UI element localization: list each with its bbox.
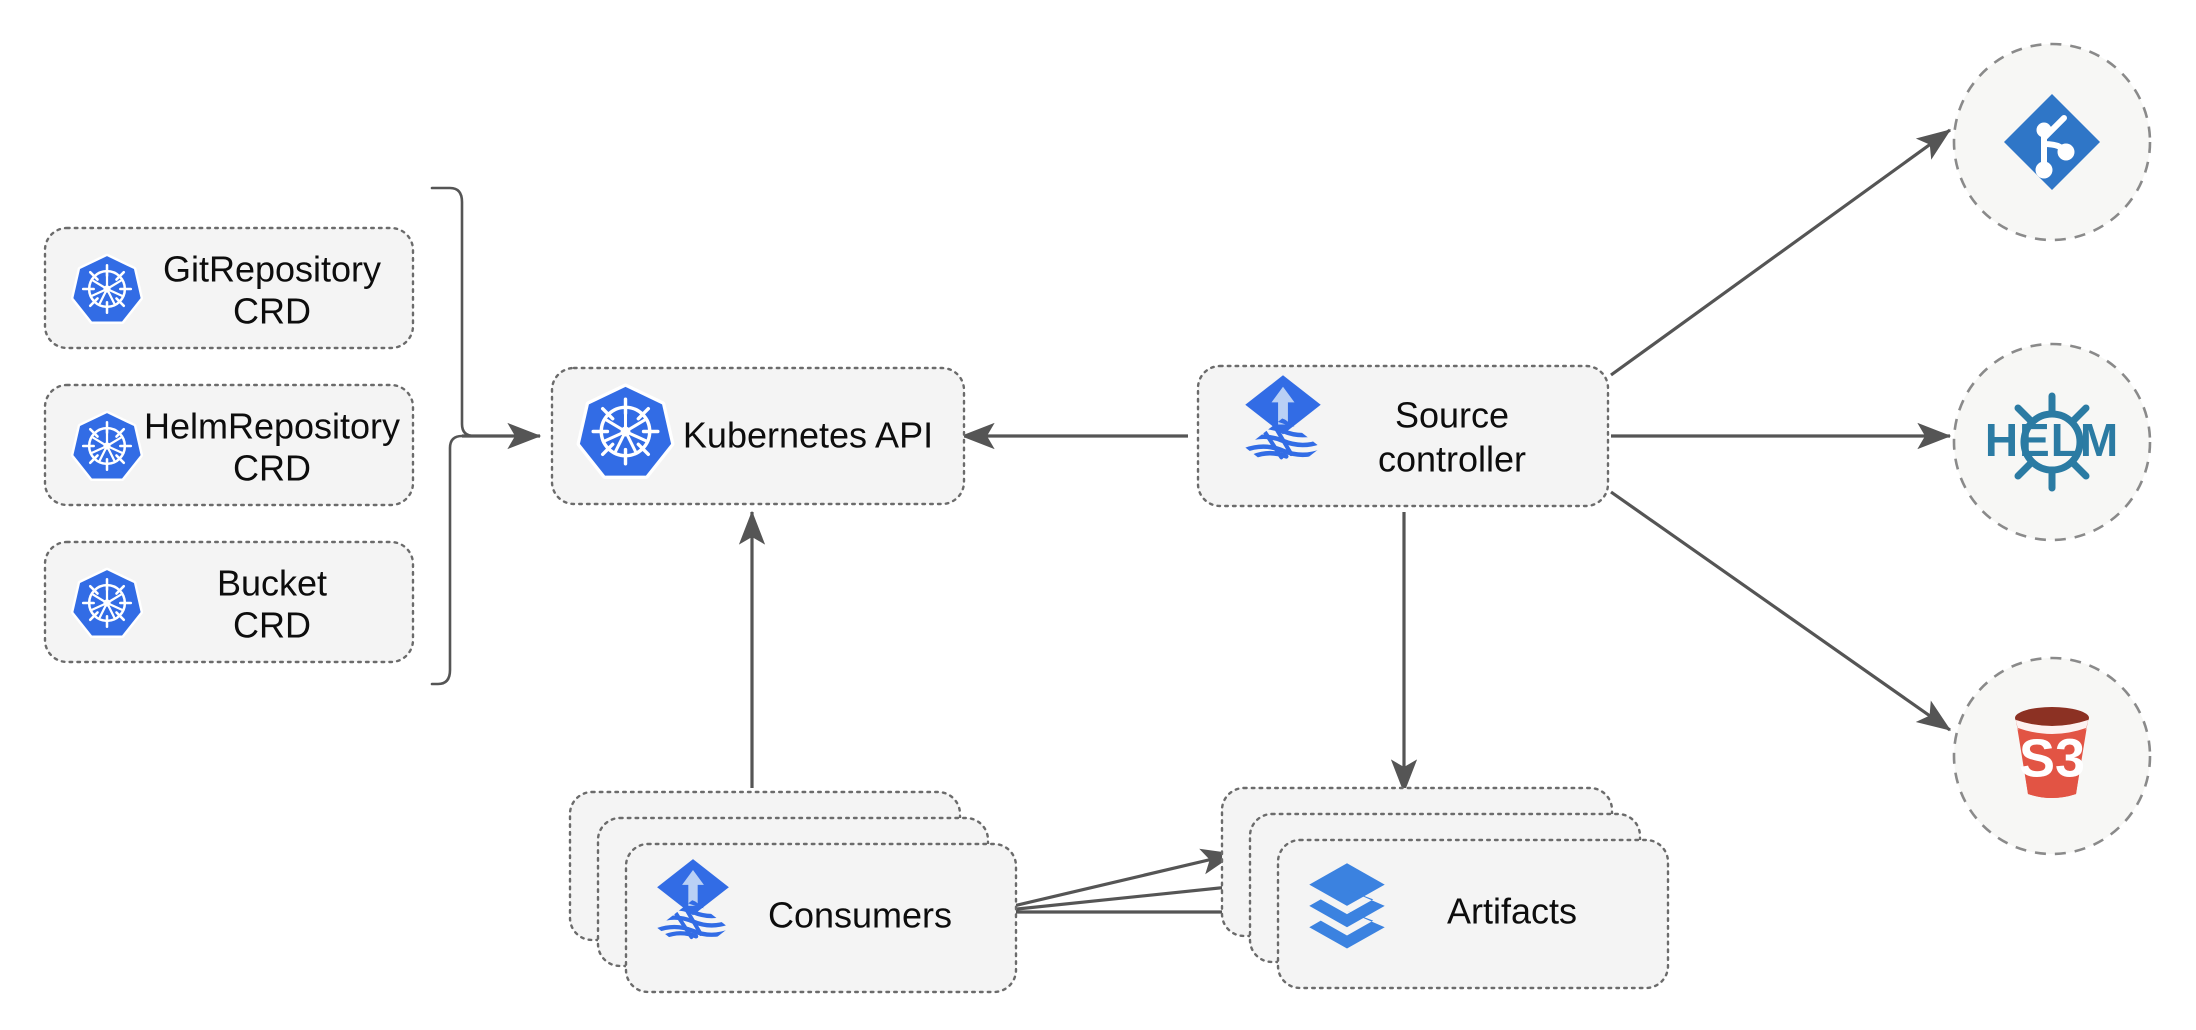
crd-label-line2: CRD xyxy=(233,448,311,489)
node-artifacts[interactable]: Artifacts xyxy=(1220,786,1670,990)
artifacts-label: Artifacts xyxy=(1447,891,1577,932)
crd-label-line2: CRD xyxy=(233,291,311,332)
source-controller-label-line2: controller xyxy=(1378,439,1526,480)
crd-label-line1: Bucket xyxy=(217,563,327,604)
node-kubernetes-api[interactable]: Kubernetes API xyxy=(550,366,966,506)
crd-label-line2: CRD xyxy=(233,605,311,646)
kubernetes-api-label: Kubernetes API xyxy=(683,415,933,456)
kubernetes-icon xyxy=(580,387,671,476)
s3-label: S3 xyxy=(2019,728,2085,788)
arrow-source-controller-to-s3 xyxy=(1610,490,1952,732)
crd-box-gitrepository[interactable]: GitRepository CRD xyxy=(43,226,415,350)
source-circle-git[interactable] xyxy=(1952,42,2152,242)
arrow-consumers-to-artifacts-2 xyxy=(987,874,1260,914)
source-controller-label-line1: Source xyxy=(1395,395,1509,436)
source-circle-helm[interactable]: HELM xyxy=(1952,342,2152,542)
helm-label: HELM xyxy=(1985,414,2119,466)
kubernetes-icon xyxy=(73,570,140,635)
crd-box-helmrepository[interactable]: HelmRepository CRD xyxy=(43,383,415,507)
consumers-label: Consumers xyxy=(768,895,952,936)
node-source-controller[interactable]: Source controller xyxy=(1196,364,1610,508)
node-consumers[interactable]: Consumers xyxy=(568,790,1018,994)
crd-label-line1: GitRepository xyxy=(163,249,381,290)
source-circle-s3[interactable]: S3 xyxy=(1952,656,2152,856)
kubernetes-icon xyxy=(73,413,140,478)
kubernetes-icon xyxy=(73,256,140,321)
arrow-source-controller-to-git xyxy=(1610,128,1952,377)
arrow-consumers-to-artifacts-1 xyxy=(987,848,1236,914)
crd-label-line1: HelmRepository xyxy=(144,406,400,447)
crd-box-bucket[interactable]: Bucket CRD xyxy=(43,540,415,664)
